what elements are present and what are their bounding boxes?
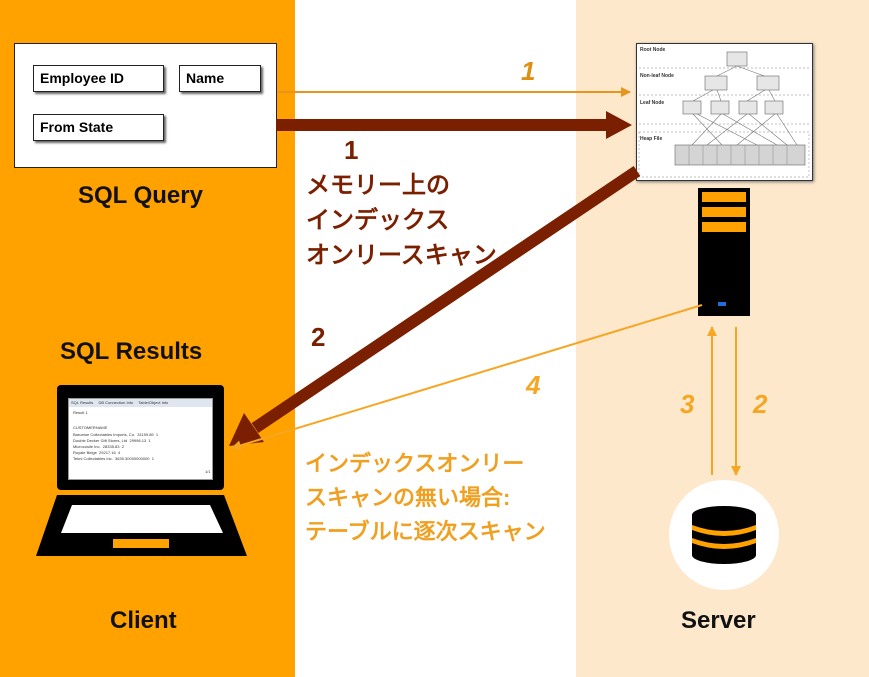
results-footer: 1/1 — [205, 469, 211, 474]
result-tab-label: Result 1 — [73, 410, 88, 415]
table-row: Microcosile Inc. 28335.83 2 — [73, 444, 124, 449]
step2-client-number: 2 — [311, 322, 326, 352]
database-icon — [669, 480, 779, 590]
server-label: Server — [681, 607, 756, 634]
step4-number: 4 — [526, 370, 541, 400]
server-tower-icon — [698, 188, 750, 316]
sql-results-title: SQL Results — [60, 338, 203, 365]
from-state-field: From State — [33, 114, 164, 141]
sql-query-form: Employee ID Name From State — [14, 43, 277, 168]
tab-db-connection-info[interactable]: DB Connection Info — [98, 400, 134, 405]
employee-id-field: Employee ID — [33, 65, 164, 92]
step1-bold-number: 1 — [344, 135, 359, 165]
name-field: Name — [179, 65, 261, 92]
step2-bold-arrow — [229, 166, 641, 446]
heap-file-label: Heap File — [640, 136, 663, 142]
step2-db-number: 2 — [753, 389, 768, 419]
step1-bold-arrow — [276, 111, 632, 139]
table-row: Royale Belge 29217.16 4 — [73, 450, 121, 455]
step1-number: 1 — [521, 56, 536, 86]
table-row: Double Decker Gift Stores, Ltd 29998.13 … — [73, 438, 151, 443]
tree-structure — [638, 51, 810, 178]
step3-number: 3 — [680, 389, 695, 419]
results-tabs: SQL Results DB Connection Info Table/Obj… — [69, 399, 212, 407]
sql-query-title: SQL Query — [78, 182, 203, 209]
table-row: Tekni Collectables Inc. 3630.30000000000… — [73, 456, 154, 461]
step4-thin-arrow — [231, 304, 703, 451]
index-tree-diagram: Root Node Non-leaf Node Leaf Node Heap F… — [636, 43, 813, 181]
table-row: Baruetoe Collectables Imports, Co. 31159… — [73, 432, 159, 437]
tab-table-object-info[interactable]: Table/Object Info — [138, 400, 169, 405]
leaf-node-label: Leaf Node — [640, 100, 665, 106]
column-header: CUSTOMERNAME — [73, 425, 108, 430]
root-node-label: Root Node — [640, 47, 666, 53]
sql-results-screen: SQL Results DB Connection Info Table/Obj… — [68, 398, 213, 480]
sequential-scan-note: インデックスオンリー スキャンの無い場合: テーブルに逐次スキャン — [305, 451, 546, 544]
index-only-scan-note: メモリー上の インデックス オンリースキャン — [306, 172, 497, 269]
nonleaf-node-label: Non-leaf Node — [640, 73, 674, 79]
tab-sql-results[interactable]: SQL Results — [71, 400, 94, 405]
client-label: Client — [110, 607, 177, 634]
